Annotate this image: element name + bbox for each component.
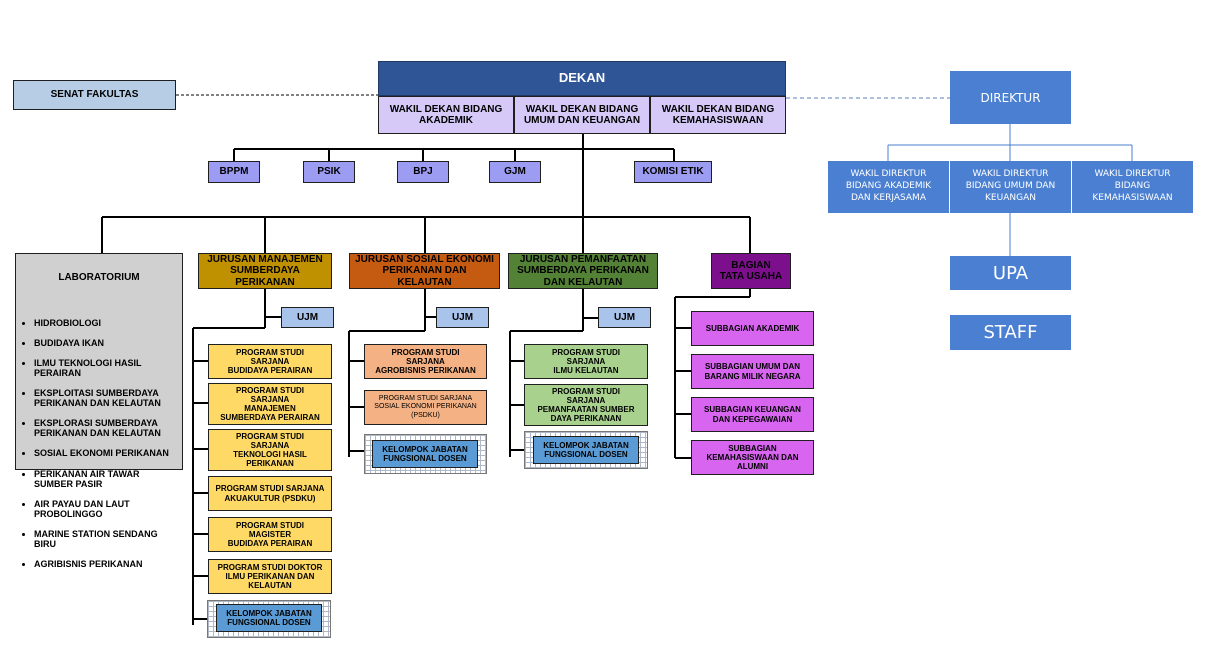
prodi-ilmu-kelautan: PROGRAM STUDI SARJANA ILMU KELAUTAN (524, 344, 648, 379)
laboratorium-title: LABORATORIUM (58, 272, 140, 284)
lab-item: AIR PAYAU DAN LAUT PROBOLINGGO (34, 499, 176, 520)
kjf-psp-box: KELOMPOK JABATAN FUNGSIONAL DOSEN (533, 436, 639, 464)
komisi-etik-box: KOMISI ETIK (634, 161, 712, 183)
ujm-sep-box: UJM (436, 307, 489, 328)
lab-item: HIDROBIOLOGI (34, 318, 176, 329)
kjf-sep-box: KELOMPOK JABATAN FUNGSIONAL DOSEN (372, 440, 478, 468)
bagian-tata-usaha-box: BAGIAN TATA USAHA (711, 253, 791, 289)
prodi-sep-psdku: PROGRAM STUDI SARJANA SOSIAL EKONOMI PER… (364, 390, 487, 425)
lab-item: BUDIDAYA IKAN (34, 338, 176, 349)
senat-fakultas-box: SENAT FAKULTAS (13, 80, 176, 110)
prodi-thp: PROGRAM STUDI SARJANA TEKNOLOGI HASIL PE… (208, 429, 332, 471)
gjm-box: GJM (489, 161, 541, 183)
lab-item: MARINE STATION SENDANG BIRU (34, 529, 176, 550)
wakil-dekan-akademik-box: WAKIL DEKAN BIDANG AKADEMIK (378, 96, 514, 134)
upa-box: UPA (950, 256, 1071, 290)
lab-item: EKSPLOITASI SUMBERDAYA PERIKANAN DAN KEL… (34, 388, 176, 409)
prodi-akuakultur-psdku: PROGRAM STUDI SARJANA AKUAKULTUR (PSDKU) (208, 476, 332, 511)
prodi-msp: PROGRAM STUDI SARJANA MANAJEMEN SUMBERDA… (208, 383, 332, 425)
prodi-magister-budidaya: PROGRAM STUDI MAGISTER BUDIDAYA PERAIRAN (208, 517, 332, 552)
prodi-psp: PROGRAM STUDI SARJANA PEMANFAATAN SUMBER… (524, 384, 648, 426)
wakil-direktur-kemahasiswaan-box: WAKIL DIREKTUR BIDANG KEMAHASISWAAN (1072, 161, 1193, 213)
lab-item: PERIKANAN AIR TAWAR SUMBER PASIR (34, 469, 176, 490)
bppm-box: BPPM (208, 161, 260, 183)
prodi-agrobisnis-perikanan: PROGRAM STUDI SARJANA AGROBISNIS PERIKAN… (364, 344, 487, 379)
jurusan-sep-box: JURUSAN SOSIAL EKONOMI PERIKANAN DAN KEL… (349, 253, 500, 289)
jurusan-psp-box: JURUSAN PEMANFAATAN SUMBERDAYA PERIKANAN… (508, 253, 658, 289)
dekan-box: DEKAN (378, 61, 786, 96)
psik-box: PSIK (303, 161, 355, 183)
subbagian-keuangan-kepegawaian: SUBBAGIAN KEUANGAN DAN KEPEGAWAIAN (691, 397, 814, 432)
laboratorium-box: LABORATORIUM HIDROBIOLOGI BUDIDAYA IKAN … (15, 253, 183, 569)
lab-item: AGRIBISNIS PERIKANAN (34, 559, 176, 570)
subbagian-kemahasiswaan-alumni: SUBBAGIAN KEMAHASISWAAN DAN ALUMNI (691, 440, 814, 475)
wakil-dekan-kemahasiswaan-box: WAKIL DEKAN BIDANG KEMAHASISWAAN (650, 96, 786, 134)
staff-box: STAFF (950, 315, 1071, 350)
bpj-box: BPJ (397, 161, 449, 183)
prodi-budidaya-perairan: PROGRAM STUDI SARJANA BUDIDAYA PERAIRAN (208, 344, 332, 379)
ujm-psp-box: UJM (598, 307, 651, 328)
kjf-msp-box: KELOMPOK JABATAN FUNGSIONAL DOSEN (216, 604, 322, 632)
lab-item: EKSPLORASI SUMBERDAYA PERIKANAN DAN KELA… (34, 418, 176, 439)
prodi-doktor-ilmu-perikanan: PROGRAM STUDI DOKTOR ILMU PERIKANAN DAN … (208, 559, 332, 594)
laboratorium-list: HIDROBIOLOGI BUDIDAYA IKAN ILMU TEKNOLOG… (22, 308, 176, 580)
lab-item: ILMU TEKNOLOGI HASIL PERAIRAN (34, 358, 176, 379)
lab-item: SOSIAL EKONOMI PERIKANAN (34, 448, 176, 459)
subbagian-umum-bmn: SUBBAGIAN UMUM DAN BARANG MILIK NEGARA (691, 354, 814, 389)
wakil-dekan-umum-keuangan-box: WAKIL DEKAN BIDANG UMUM DAN KEUANGAN (514, 96, 650, 134)
ujm-msp-box: UJM (281, 307, 334, 328)
subbagian-akademik: SUBBAGIAN AKADEMIK (691, 311, 814, 346)
wakil-direktur-umum-keuangan-box: WAKIL DIREKTUR BIDANG UMUM DAN KEUANGAN (950, 161, 1071, 213)
jurusan-msp-box: JURUSAN MANAJEMEN SUMBERDAYA PERIKANAN (198, 253, 332, 289)
wakil-direktur-akademik-box: WAKIL DIREKTUR BIDANG AKADEMIK DAN KERJA… (828, 161, 949, 213)
direktur-box: DIREKTUR (950, 71, 1071, 124)
